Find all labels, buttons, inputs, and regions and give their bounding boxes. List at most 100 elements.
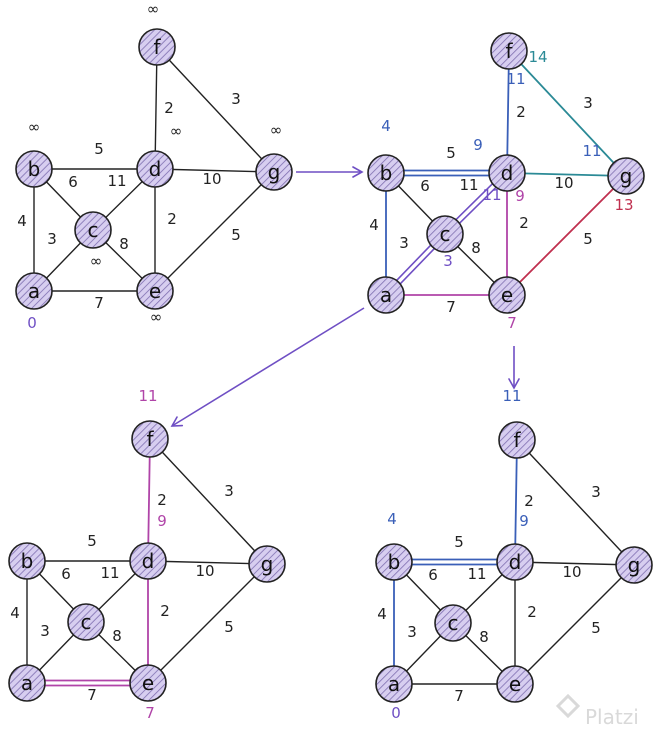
edge-weight-g-e: 5 — [231, 226, 241, 244]
edge-weight-c-e: 8 — [112, 627, 122, 645]
node-label-e: e — [149, 279, 161, 303]
node-b: b — [367, 154, 405, 192]
edge-f-g — [508, 50, 627, 177]
edge-b-d — [393, 558, 516, 566]
node-g: g — [615, 546, 653, 584]
edge-weight-b-a: 4 — [17, 212, 27, 230]
node-f: f — [498, 421, 536, 459]
node-e: e — [129, 664, 167, 702]
distance-annotation: 0 — [27, 314, 37, 332]
node-label-g: g — [261, 552, 274, 576]
distance-annotation: 14 — [528, 48, 547, 66]
distance-annotation: 9 — [515, 187, 525, 205]
node-c: c — [67, 603, 105, 641]
node-label-e: e — [501, 283, 513, 307]
node-label-g: g — [628, 553, 641, 577]
node-label-b: b — [21, 549, 34, 573]
edge-weight-f-g: 3 — [583, 94, 593, 112]
edge-g-e — [506, 175, 627, 296]
node-a: a — [367, 276, 405, 314]
edge-weight-b-d: 5 — [87, 532, 97, 550]
node-label-e: e — [142, 671, 154, 695]
edge-weight-d-e: 2 — [519, 214, 529, 232]
node-label-a: a — [28, 279, 40, 303]
node-label-b: b — [28, 157, 41, 181]
edge-weight-c-d: 11 — [107, 172, 126, 190]
edge-g-e — [154, 171, 275, 292]
node-d: d — [488, 154, 526, 192]
edge-weight-f-d: 2 — [524, 492, 534, 510]
edge-weight-b-d: 5 — [454, 533, 464, 551]
edge-f-g — [156, 46, 275, 173]
edge-weight-b-d: 5 — [446, 144, 456, 162]
node-label-a: a — [21, 671, 33, 695]
edge-d-g — [154, 168, 275, 173]
node-e: e — [496, 665, 534, 703]
node-label-c: c — [88, 218, 99, 242]
edge-weight-c-d: 11 — [467, 565, 486, 583]
edge-d-g — [147, 560, 268, 565]
distance-annotation: 11 — [502, 387, 521, 405]
node-f: f — [490, 32, 528, 70]
flow-arrows — [170, 166, 520, 427]
edge-weight-a-c: 3 — [40, 622, 50, 640]
node-label-d: d — [509, 550, 522, 574]
node-b: b — [375, 543, 413, 581]
edge-weight-f-d: 2 — [516, 103, 526, 121]
distance-annotation: 9 — [157, 512, 167, 530]
edge-d-g — [506, 172, 627, 177]
edge-f-g — [149, 438, 268, 565]
node-a: a — [375, 665, 413, 703]
node-label-g: g — [620, 164, 633, 188]
node-g: g — [248, 545, 286, 583]
edge-weight-c-e: 8 — [479, 628, 489, 646]
node-c: c — [434, 604, 472, 642]
edge-weight-b-a: 4 — [369, 216, 379, 234]
distance-annotation: ∞ — [170, 122, 183, 140]
edge-f-g — [516, 439, 635, 566]
node-a: a — [8, 664, 46, 702]
platzi-watermark: Platzi — [555, 693, 639, 729]
node-g: g — [607, 157, 645, 195]
distance-annotation: 9 — [519, 512, 529, 530]
edge-weight-c-d: 11 — [459, 176, 478, 194]
edge-weight-a-e: 7 — [446, 298, 456, 316]
distance-annotation: 7 — [145, 704, 155, 722]
node-label-c: c — [440, 222, 451, 246]
node-f: f — [138, 28, 176, 66]
edge-weight-c-e: 8 — [471, 239, 481, 257]
node-c: c — [426, 215, 464, 253]
platzi-logo-icon — [555, 693, 581, 719]
arrow-g2-to-g3 — [170, 307, 365, 427]
node-e: e — [136, 272, 174, 310]
edge-weight-a-e: 7 — [454, 687, 464, 705]
edge-weight-g-e: 5 — [583, 230, 593, 248]
node-label-e: e — [509, 672, 521, 696]
edge-weight-b-c: 6 — [428, 566, 438, 584]
distance-annotation: 11 — [482, 186, 501, 204]
edge-weight-a-c: 3 — [407, 623, 417, 641]
node-label-b: b — [380, 161, 393, 185]
edge-weight-b-c: 6 — [420, 177, 430, 195]
edge-f-d — [154, 46, 158, 170]
node-b: b — [8, 542, 46, 580]
distance-annotation: 9 — [473, 136, 483, 154]
distance-annotation: ∞ — [28, 118, 41, 136]
node-c: c — [74, 211, 112, 249]
edge-weight-f-g: 3 — [224, 482, 234, 500]
edge-weight-a-c: 3 — [399, 234, 409, 252]
node-a: a — [15, 272, 53, 310]
edge-weight-f-d: 2 — [164, 99, 174, 117]
edge-weight-d-e: 2 — [167, 210, 177, 228]
node-d: d — [496, 543, 534, 581]
node-label-g: g — [268, 160, 281, 184]
edge-f-d — [506, 50, 510, 174]
node-f: f — [131, 420, 169, 458]
edge-weight-g-e: 5 — [224, 618, 234, 636]
distance-annotation: ∞ — [90, 252, 103, 270]
node-label-d: d — [149, 157, 162, 181]
edge-weight-c-e: 8 — [119, 235, 129, 253]
